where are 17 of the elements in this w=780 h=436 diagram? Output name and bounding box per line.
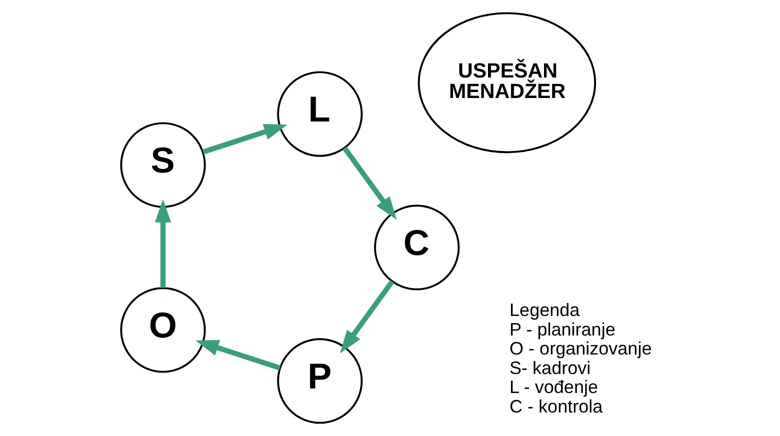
- label: Legenda: [510, 300, 580, 320]
- label: P - planiranje: [510, 319, 616, 340]
- label: C - kontrola: [510, 396, 603, 417]
- arrow: [340, 280, 394, 354]
- node-circle: P: [277, 338, 363, 424]
- arrow: [342, 146, 397, 220]
- node-circle: C: [374, 204, 460, 290]
- node-ellipse: USPEŠAN MENADŽER: [418, 12, 596, 154]
- label: S- kadrovi: [510, 358, 591, 378]
- label: O - organizovanje: [510, 338, 652, 359]
- arrow: [202, 124, 288, 154]
- node-circle: L: [277, 71, 363, 157]
- arrow: [196, 340, 281, 370]
- node-circle: S: [120, 122, 206, 208]
- node-circle: O: [120, 287, 206, 373]
- arrow: [154, 199, 172, 288]
- label: L - vođenje: [510, 377, 598, 398]
